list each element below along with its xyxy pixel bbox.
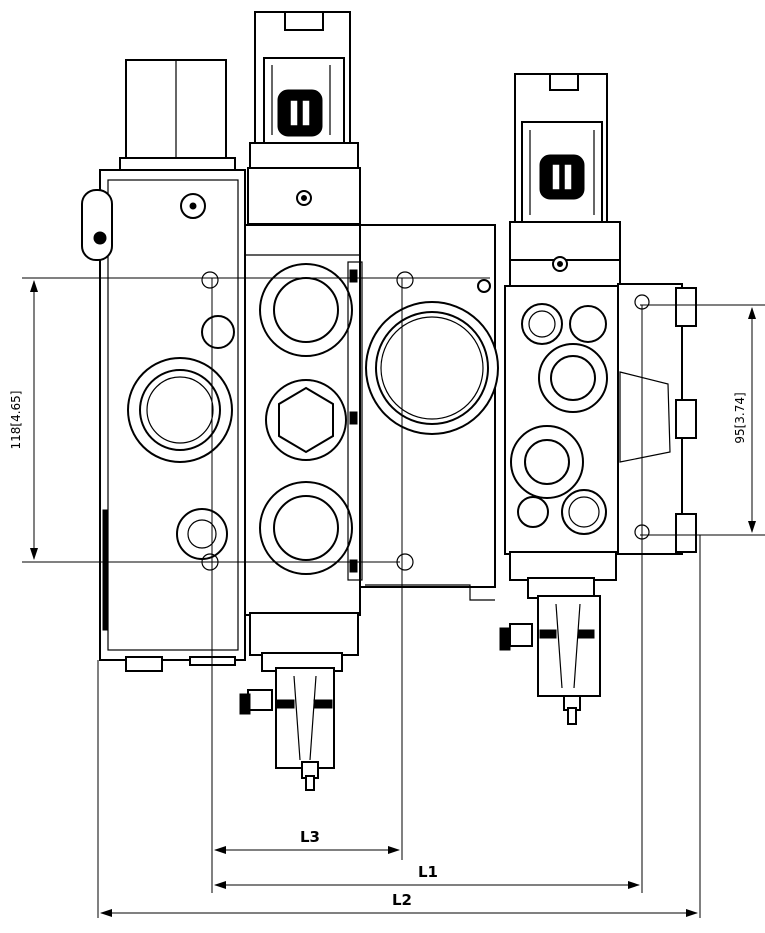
work-section-2 — [499, 73, 697, 725]
dimension-l3-label: L3 — [300, 828, 320, 846]
vertical-dimension-right: 95[3.74] — [733, 392, 747, 443]
dimension-lines — [22, 277, 765, 918]
vertical-dimension-left: 118[4.65] — [9, 391, 23, 450]
work-section-1 — [239, 11, 499, 791]
inlet-section — [81, 59, 246, 672]
dimension-l2-label: L2 — [392, 891, 412, 909]
dimension-l1-label: L1 — [418, 863, 438, 881]
